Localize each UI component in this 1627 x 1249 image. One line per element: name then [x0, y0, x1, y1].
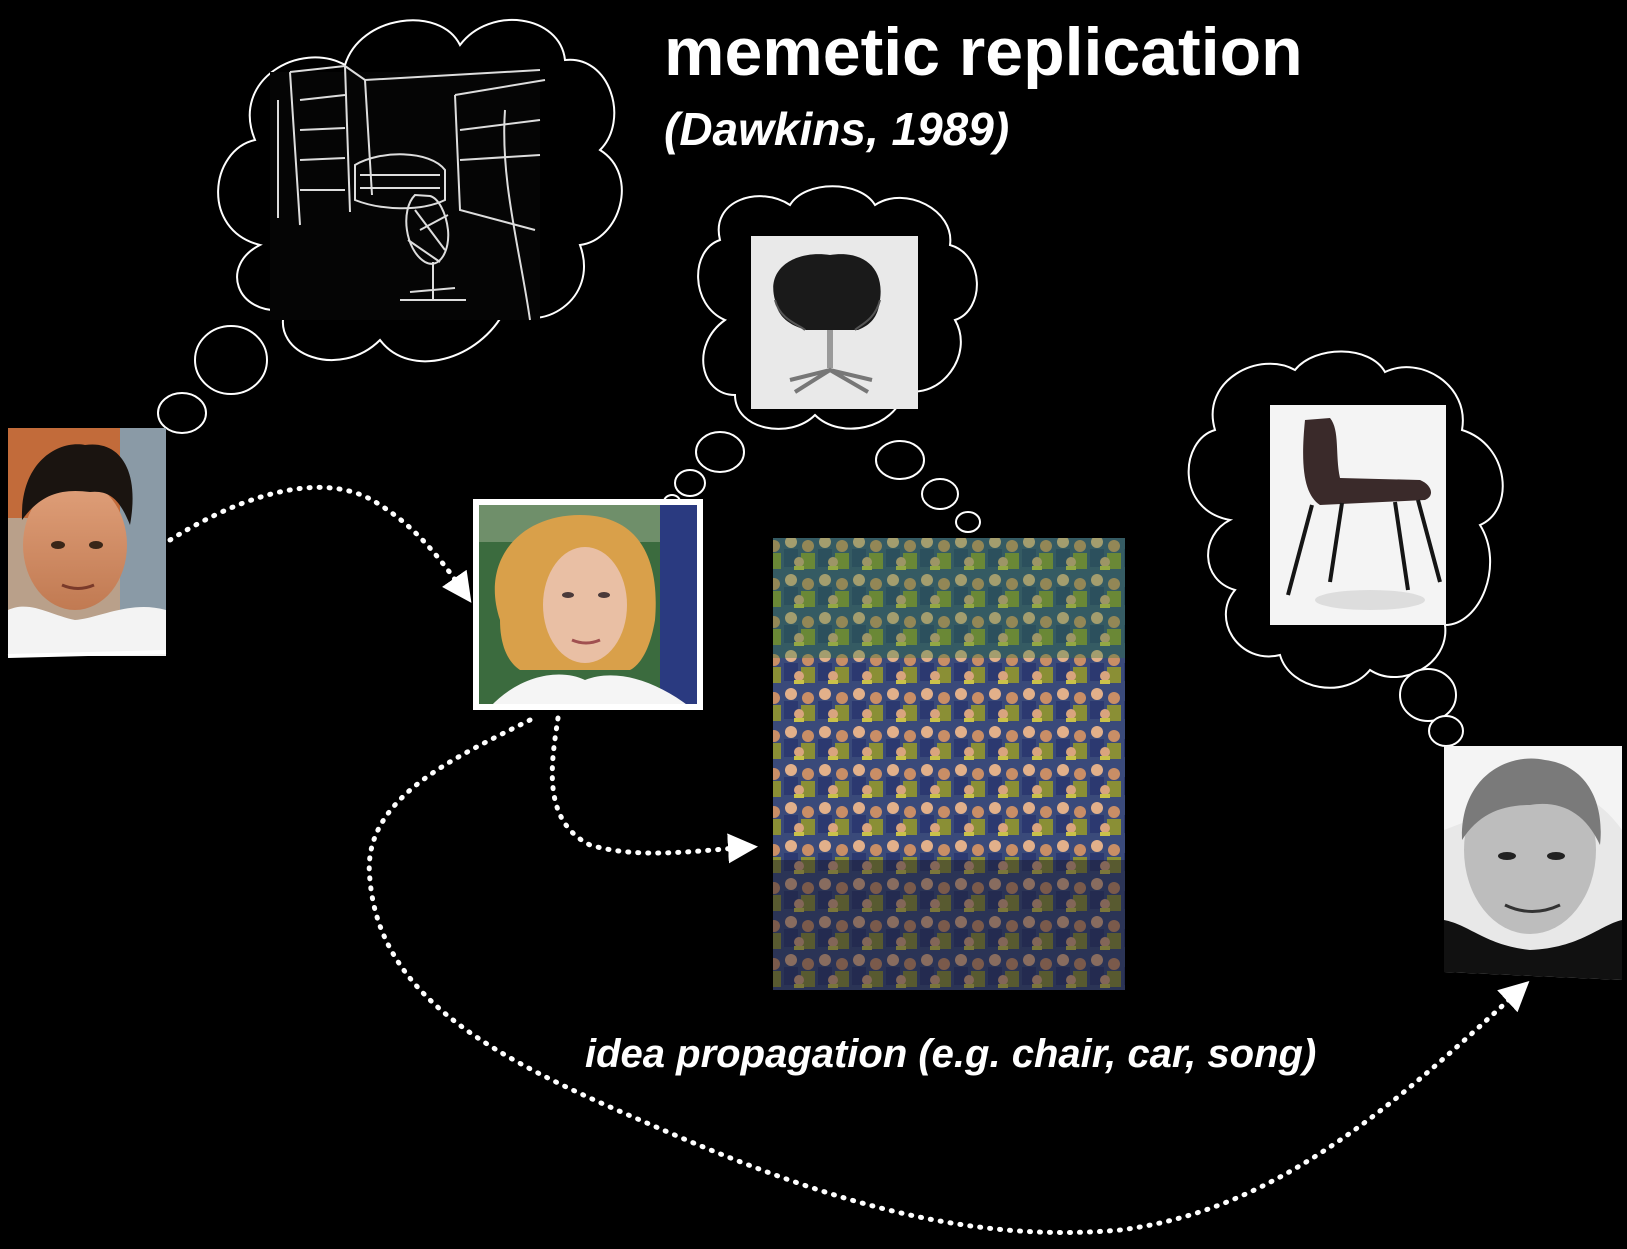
- thought-cloud-recipient: [697, 185, 978, 430]
- thought-cloud-designer: [217, 19, 623, 363]
- thought-bubbles-later-recipient: [1399, 668, 1464, 747]
- designer-photo: [7, 428, 167, 658]
- page-subtitle: (Dawkins, 1989): [664, 103, 1010, 155]
- arrow-designer-to-recipient: [167, 485, 472, 603]
- arrow-recipient-to-crowd: [549, 715, 758, 864]
- thought-cloud-later-recipient: [1187, 350, 1504, 689]
- crowd-photo: [773, 538, 1125, 990]
- thought-bubbles-designer: [134, 325, 268, 456]
- page-title: memetic replication: [664, 14, 1303, 90]
- propagation-caption: idea propagation (e.g. chair, car, song): [585, 1032, 1317, 1076]
- arrow-recipient-to-later: [366, 717, 1530, 1235]
- chair-sketch-image: [270, 64, 546, 321]
- swan-chair-image: [751, 236, 918, 409]
- thought-bubbles-recipient: [663, 431, 745, 510]
- recipient-photo: [473, 499, 703, 710]
- thought-bubbles-crowd: [875, 440, 981, 533]
- propagation-arrows: [167, 485, 1530, 1235]
- shell-chair-image: [1270, 405, 1446, 625]
- later-recipient-photo: [1444, 746, 1622, 980]
